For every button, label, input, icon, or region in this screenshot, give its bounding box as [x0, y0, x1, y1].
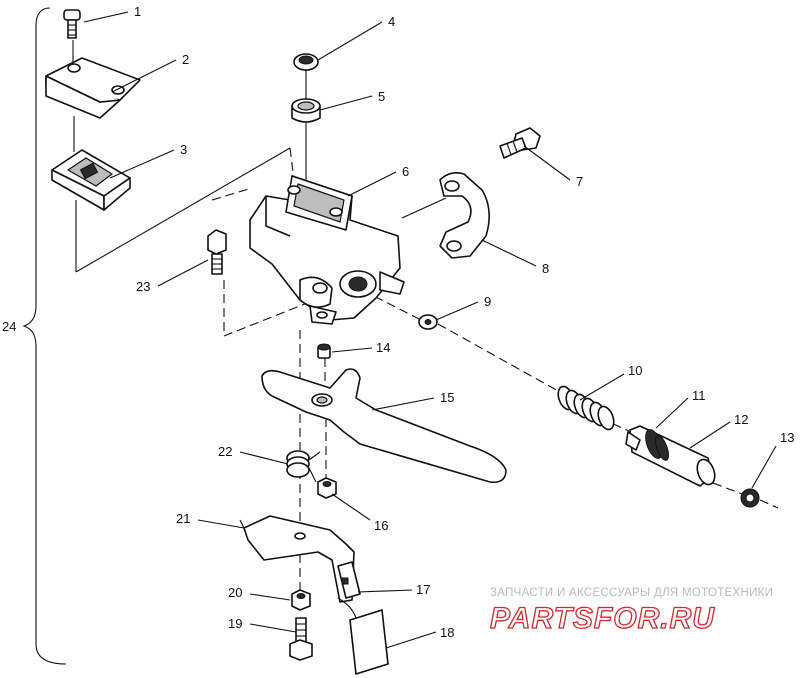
callout-1: 1	[134, 4, 141, 19]
callout-labels: 1 2 3 4 5 6 7 8 9 10 11 12 13 14 15 16 1…	[2, 4, 794, 640]
part-11-piston-cup	[645, 429, 669, 461]
part-10-spring	[557, 385, 615, 431]
part-1-cover-screw	[63, 9, 81, 39]
assembly-bracket	[22, 7, 67, 665]
callout-21: 21	[176, 511, 190, 526]
part-14-set-screw	[317, 343, 331, 359]
part-21-switch-bracket	[239, 515, 355, 603]
part-13-snap-ring	[740, 488, 760, 508]
part-20-nut	[291, 589, 311, 611]
callout-6: 6	[402, 164, 409, 179]
callout-14: 14	[376, 340, 390, 355]
callout-2: 2	[182, 52, 189, 67]
callout-7: 7	[576, 174, 583, 189]
part-5-bushing	[291, 98, 321, 123]
watermark-logo: PARTSFOR.RU	[490, 602, 715, 635]
part-23-pivot-bolt	[207, 229, 227, 275]
part-7-clamp-bolt	[499, 127, 541, 159]
callout-18: 18	[440, 625, 454, 640]
part-18-warning-tag	[337, 597, 389, 675]
part-15-brake-lever	[261, 368, 507, 484]
part-8-handlebar-clamp	[439, 172, 490, 259]
part-16-nut	[317, 477, 337, 499]
callout-8: 8	[542, 261, 549, 276]
callout-15: 15	[440, 390, 454, 405]
callout-5: 5	[378, 89, 385, 104]
callout-4: 4	[388, 14, 395, 29]
part-17-brake-switch	[337, 561, 361, 599]
callout-9: 9	[484, 294, 491, 309]
callout-17: 17	[416, 582, 430, 597]
watermark-tagline: ЗАПЧАСТИ И АКСЕССУАРЫ ДЛЯ МОТОТЕХНИКИ	[490, 587, 773, 599]
part-22-return-spring	[286, 450, 321, 483]
part-12-piston	[625, 425, 716, 487]
callout-20: 20	[228, 585, 242, 600]
part-2-reservoir-cover	[45, 57, 141, 119]
part-3-diaphragm	[51, 149, 131, 211]
callout-24: 24	[2, 319, 16, 334]
callout-11: 11	[692, 388, 706, 403]
leader-lines	[83, 11, 777, 649]
part-9-washer	[418, 314, 438, 330]
callout-19: 19	[228, 616, 242, 631]
callout-16: 16	[374, 518, 388, 533]
part-19-screw	[289, 617, 313, 661]
callout-13: 13	[780, 430, 794, 445]
callout-3: 3	[180, 142, 187, 157]
callout-12: 12	[734, 412, 748, 427]
part-6-master-cylinder	[249, 175, 405, 325]
part-4-seal	[293, 53, 319, 71]
callout-10: 10	[628, 363, 642, 378]
callout-23: 23	[136, 279, 150, 294]
watermark: ЗАПЧАСТИ И АКСЕССУАРЫ ДЛЯ МОТОТЕХНИКИ PA…	[489, 587, 773, 636]
callout-22: 22	[218, 444, 232, 459]
